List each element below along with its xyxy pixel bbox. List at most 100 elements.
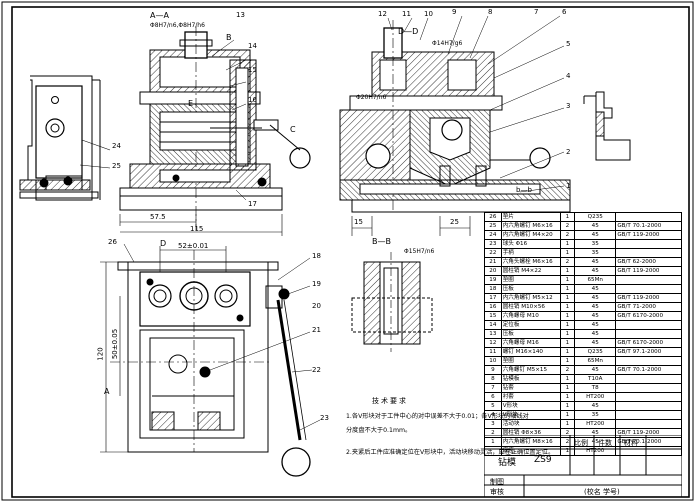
bom-cell: 1: [559, 248, 576, 258]
dim-120: 120: [96, 347, 105, 361]
bom-cell: 垫片: [500, 212, 561, 222]
bom-cell: 衬套: [500, 392, 561, 402]
bom-cell: GB/T 119-2000: [615, 266, 682, 276]
bom-cell: 12: [484, 338, 502, 348]
bom-cell: 2: [559, 221, 576, 231]
balloon-9: 9: [452, 8, 457, 16]
bom-cell: 19: [484, 275, 502, 285]
balloon-10: 10: [424, 10, 433, 18]
balloon-7: 7: [534, 8, 539, 16]
letter-e: E: [188, 99, 194, 108]
bom-cell: [615, 410, 682, 420]
bom-cell: 45: [574, 266, 617, 276]
title-check-label: 审核: [490, 488, 504, 496]
bom-cell: 45: [574, 302, 617, 312]
title-material-label: 材料: [624, 439, 638, 447]
balloon-19: 19: [312, 280, 321, 288]
bom-cell: 22: [484, 248, 502, 258]
notes-line-1: 1.各V形块对于工件中心的对中误差不大于0.01；各V形块的轴线对: [346, 413, 529, 420]
bom-cell: 1: [559, 293, 576, 303]
bom-cell: 定位板: [500, 320, 561, 330]
bom-cell: 1: [559, 320, 576, 330]
dim-115: 115: [190, 225, 204, 233]
dim-15: 15: [354, 218, 363, 226]
bom-cell: 六角头螺栓 M6×16: [500, 257, 561, 267]
bom-cell: 压板: [500, 284, 561, 294]
bom-cell: 7: [484, 383, 502, 393]
fit-label-top: Φ8H7/n6,Φ8H7/h6: [150, 22, 205, 29]
balloon-24: 24: [112, 142, 121, 150]
section-b-b: [351, 252, 433, 352]
bom-cell: 1: [559, 302, 576, 312]
bom-cell: 3: [484, 419, 502, 429]
bom-cell: 圆柱销 M10×56: [500, 302, 561, 312]
bom-cell: 六角螺钉 M5×15: [500, 365, 561, 375]
bom-cell: 45: [574, 365, 617, 375]
dim-50: 50±0.05: [111, 328, 120, 360]
bom-cell: [615, 320, 682, 330]
letter-b-top: B: [226, 33, 232, 42]
bom-cell: [615, 275, 682, 285]
bom-cell: GB/T 119-2000: [615, 230, 682, 240]
balloon-20: 20: [312, 302, 321, 310]
bom-cell: 35: [574, 239, 617, 249]
bom-cell: V形块: [500, 410, 561, 420]
balloon-1: 1: [566, 182, 571, 190]
bom-cell: HT200: [574, 446, 617, 456]
bom-cell: GB/T 6170-2000: [615, 311, 682, 321]
bom-cell: 球头 Φ16: [500, 239, 561, 249]
bom-cell: 4: [484, 410, 502, 420]
balloon-6: 6: [562, 8, 567, 16]
balloon-26: 26: [108, 238, 117, 246]
bom-cell: 2: [559, 230, 576, 240]
bom-cell: 1: [559, 410, 576, 420]
left-side-view: [19, 75, 101, 201]
bom-cell: 1: [559, 338, 576, 348]
bom-cell: 内六角螺钉 M5×12: [500, 293, 561, 303]
bom-cell: GB/T 70.1-2000: [615, 221, 682, 231]
dim-25: 25: [450, 218, 459, 226]
title-block: 钻模 ZS9 比例 件数 材料 制图 审核 (校名 学号): [484, 435, 682, 497]
letter-b-b: b—b: [516, 186, 532, 194]
balloon-4: 4: [566, 72, 571, 80]
title-org: (校名 学号): [584, 488, 620, 496]
balloon-13: 13: [236, 11, 245, 19]
bom-cell: 1: [559, 374, 576, 384]
dim-52: 52±0.01: [178, 242, 209, 250]
bom-cell: 45: [574, 311, 617, 321]
bom-cell: 1: [559, 329, 576, 339]
balloon-8: 8: [488, 8, 493, 16]
bom-cell: 35: [574, 410, 617, 420]
title-qty-label: 件数: [598, 439, 612, 447]
title-name: 钻模: [498, 458, 517, 468]
bom-cell: 1: [559, 446, 576, 456]
bom-cell: 65Mn: [574, 356, 617, 366]
bom-cell: 六角螺母 M16: [500, 338, 561, 348]
bom-cell: 1: [559, 347, 576, 357]
bom-cell: 8: [484, 374, 502, 384]
bom-cell: 1: [559, 401, 576, 411]
bom-cell: [615, 329, 682, 339]
bom-cell: 23: [484, 239, 502, 249]
side-view-dims: [351, 216, 471, 236]
bom-cell: 35: [574, 248, 617, 258]
plan-view-dims: [100, 246, 227, 453]
bom-cell: 5: [484, 401, 502, 411]
section-a-a-label: A—A: [150, 11, 169, 20]
